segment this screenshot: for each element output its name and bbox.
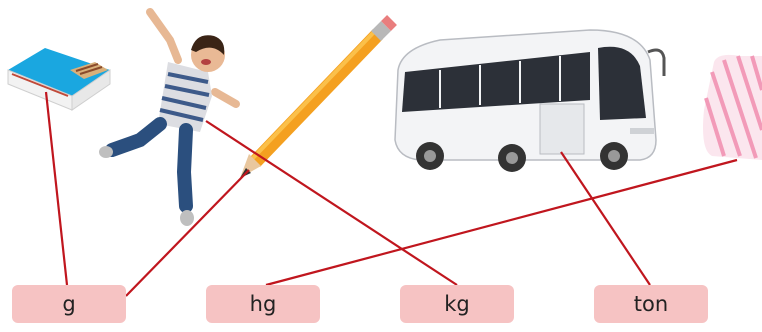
candy-bag-icon	[703, 54, 762, 160]
bus-icon	[394, 29, 666, 172]
pencil-icon	[240, 15, 397, 178]
match-line-child-kg	[205, 120, 458, 286]
unit-label-kg: kg	[444, 292, 470, 316]
child-icon	[99, 8, 240, 226]
match-line-pencil-g	[125, 169, 250, 297]
unit-box-kg: kg	[400, 285, 514, 323]
unit-box-hg: hg	[206, 285, 320, 323]
matching-lines	[44, 91, 738, 297]
matchbox-icon	[7, 48, 111, 111]
match-line-bus-ton	[560, 151, 651, 286]
unit-label-g: g	[62, 292, 76, 316]
match-line-bag-hg	[265, 158, 738, 287]
unit-box-ton: ton	[594, 285, 708, 323]
unit-label-hg: hg	[249, 292, 277, 316]
unit-box-g: g	[12, 285, 126, 323]
unit-label-ton: ton	[633, 292, 669, 316]
match-line-matchbox-g	[44, 91, 69, 286]
